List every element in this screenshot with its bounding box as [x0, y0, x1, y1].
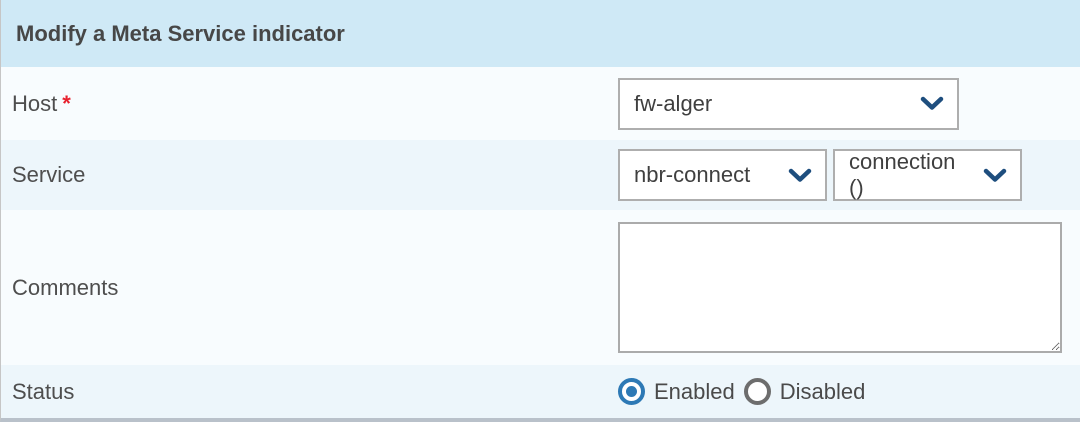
- status-control-cell: Enabled Disabled: [618, 378, 874, 405]
- service-select-value: nbr-connect: [634, 162, 751, 187]
- comments-control-cell: [618, 222, 1062, 353]
- comments-label-cell: Comments: [1, 275, 618, 301]
- chevron-down-icon: [983, 168, 1007, 182]
- host-label: Host: [12, 90, 58, 116]
- comments-label: Comments: [12, 274, 119, 300]
- status-label-cell: Status: [1, 379, 618, 405]
- status-enabled-label[interactable]: Enabled: [654, 378, 735, 404]
- service-select[interactable]: nbr-connect: [618, 149, 827, 201]
- required-asterisk: *: [62, 90, 71, 116]
- chevron-down-icon: [920, 96, 944, 110]
- chevron-down-icon: [788, 168, 812, 182]
- host-label-cell: Host*: [1, 91, 618, 117]
- host-row: Host* fw-alger: [1, 67, 1080, 140]
- status-enabled-radio[interactable]: [618, 378, 645, 405]
- metric-select[interactable]: connection (): [833, 149, 1022, 201]
- comments-textarea[interactable]: [618, 222, 1062, 353]
- status-label: Status: [12, 378, 75, 404]
- service-control-cell: nbr-connect connection (): [618, 149, 1022, 201]
- comments-row: Comments: [1, 210, 1080, 365]
- status-disabled-radio[interactable]: [743, 378, 771, 405]
- host-control-cell: fw-alger: [618, 77, 959, 130]
- host-select[interactable]: fw-alger: [618, 77, 959, 130]
- service-row: Service nbr-connect connection (): [1, 140, 1080, 210]
- form-header: Modify a Meta Service indicator: [1, 0, 1080, 67]
- service-label: Service: [12, 162, 86, 187]
- service-label-cell: Service: [1, 162, 618, 188]
- host-select-value: fw-alger: [634, 90, 713, 116]
- form-title: Modify a Meta Service indicator: [16, 20, 345, 46]
- status-disabled-label[interactable]: Disabled: [779, 378, 866, 404]
- status-row: Status Enabled Disabled: [1, 365, 1080, 418]
- metric-select-value: connection (): [849, 149, 956, 200]
